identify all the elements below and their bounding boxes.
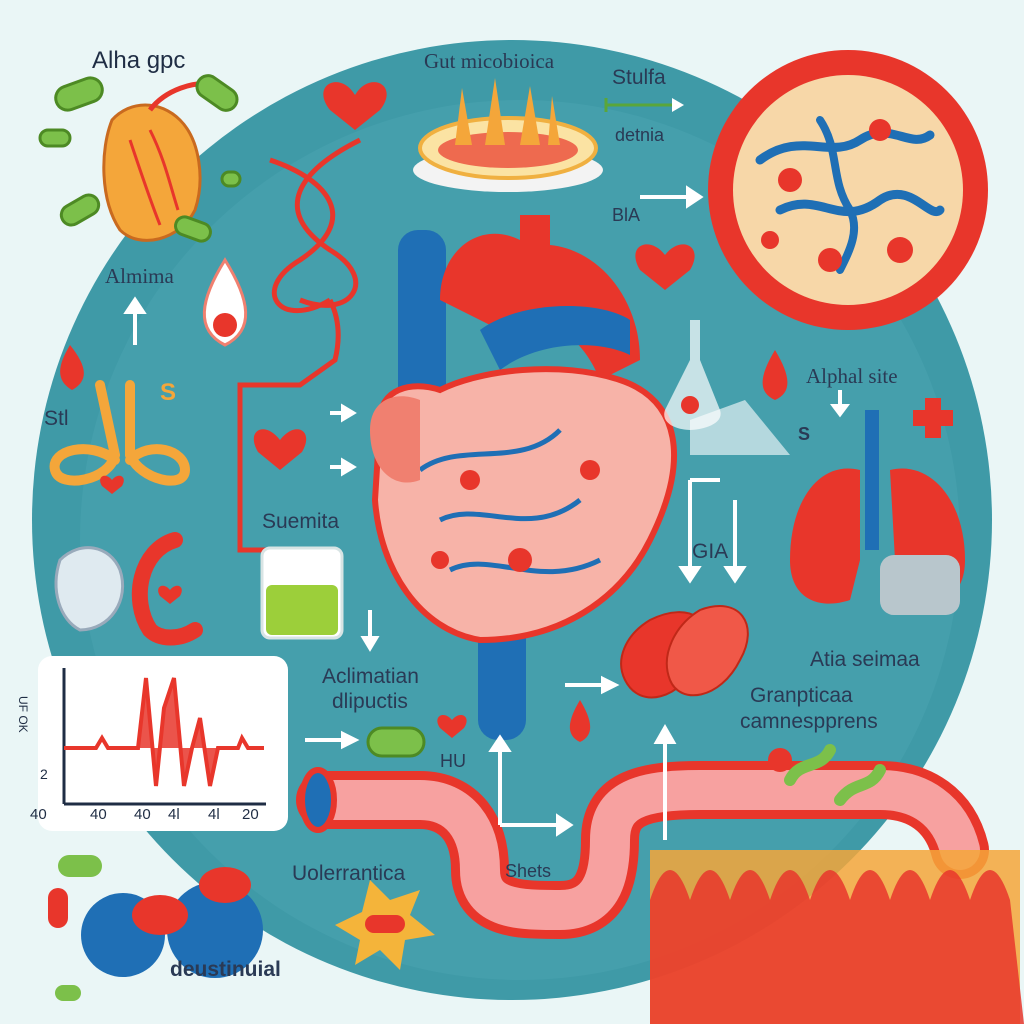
label-almima: Almima [105, 264, 174, 288]
label-shets: Shets [505, 861, 552, 881]
heart-icon-left [253, 429, 307, 470]
label-hu: HU [440, 751, 466, 771]
blood-drop-icon [60, 345, 84, 390]
green-capsule-icon [366, 726, 426, 758]
label-aclimatian: Aclimatian [322, 665, 419, 688]
vessel-icon [49, 380, 191, 486]
water-drop-center [213, 313, 237, 337]
beaker-icon [260, 546, 344, 640]
label-s-left: S [160, 379, 177, 406]
label-atia-seimaa: Atia seimaa [810, 648, 920, 671]
green-arrow-head [672, 98, 684, 112]
label-alha-gpc: Alha gpc [92, 47, 186, 74]
ecg-panel: UF OK 2 [16, 656, 288, 831]
heart-icon-small [437, 714, 467, 738]
petri-dish-icon [413, 78, 603, 192]
label-gut-micobioica: Gut micobioica [424, 49, 555, 73]
bacteria-icon [38, 74, 242, 243]
blood-cells-icon [48, 855, 263, 1001]
central-heart-icon [370, 215, 677, 740]
intestinal-villi-icon [650, 850, 1024, 1024]
blood-drop-right [762, 350, 788, 400]
ecg-y-tick-top: UF OK [16, 696, 30, 733]
red-microbe [768, 748, 792, 772]
splash-icon [335, 880, 435, 970]
kidney-icon [620, 605, 749, 699]
label-bla: BlA [612, 205, 641, 225]
label-uolerrantica: Uolerrantica [292, 862, 406, 885]
organ-left-icon [54, 532, 203, 646]
intestine-icon [296, 761, 989, 940]
ecg-fill [138, 678, 218, 786]
blood-drop-center [569, 700, 591, 742]
vessel-heart [100, 475, 124, 494]
label-suemita: Suemita [262, 510, 340, 533]
medical-cross-icon [913, 398, 953, 438]
ecg-x-tick: 40 [134, 806, 151, 823]
ecg-x-tick: 40 [30, 806, 47, 823]
dna-helix-icon [237, 137, 362, 553]
label-gia: GIA [692, 540, 729, 563]
label-dlipuctis: dlipuctis [332, 690, 408, 713]
label-camnespprens: camnespprens [740, 710, 878, 733]
label-deustinuial: deustinuial [170, 958, 281, 981]
heart-organ-icon [102, 81, 216, 242]
heart-small-top [323, 82, 387, 130]
ecg-x-tick: 4l [168, 806, 180, 823]
label-stulfa: Stulfa [612, 66, 666, 89]
ecg-chart [62, 668, 266, 806]
flask-icon [664, 320, 790, 455]
ecg-x-tick: 4l [208, 806, 220, 823]
label-granpticaa: Granpticaa [750, 684, 853, 707]
flow-arrows [123, 185, 850, 840]
label-s-right: S [798, 424, 811, 444]
lungs-icon [790, 410, 965, 615]
label-alphal-site: Alphal site [806, 364, 898, 388]
label-stl: Stl [44, 407, 69, 430]
ecg-x-tick: 40 [90, 806, 107, 823]
label-detnia: detnia [615, 125, 665, 145]
ecg-x-tick: 20 [242, 806, 259, 823]
green-microbes-icon [784, 744, 886, 806]
ecg-y-tick-bottom: 2 [40, 766, 48, 782]
tissue-cross-section [708, 50, 988, 330]
heart-icon-right [635, 244, 695, 290]
